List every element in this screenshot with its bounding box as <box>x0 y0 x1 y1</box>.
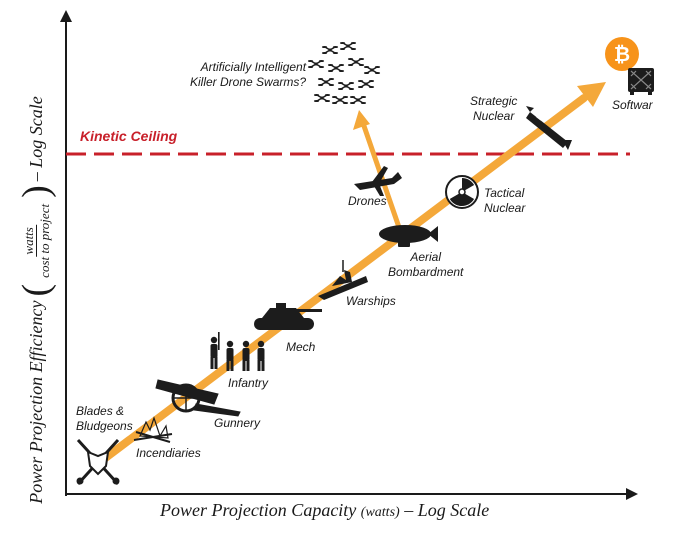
y-axis-title: Power Projection Efficiency ( watts cost… <box>15 96 57 504</box>
warship-icon <box>318 260 368 300</box>
asic-miner-icon <box>628 68 654 95</box>
cannon-icon <box>155 379 241 417</box>
radiation-icon <box>445 175 479 209</box>
y-axis-denominator: cost to project <box>36 203 52 278</box>
swarm-drone <box>339 42 357 50</box>
missile-icon <box>526 106 572 150</box>
warships-label: Warships <box>346 294 396 308</box>
x-axis-title-unit: (watts) <box>360 505 400 520</box>
strategic-label-line1: Strategic <box>470 94 518 108</box>
swarm-drone <box>313 94 331 102</box>
drone-swarm-label-line2: Killer Drone Swarms? <box>190 75 307 89</box>
tactical-label-line2: Nuclear <box>484 201 526 215</box>
drone-swarm-icon <box>307 42 381 104</box>
y-axis-fraction: watts cost to project <box>20 202 52 280</box>
crossed-swords-icon <box>76 438 120 486</box>
drone-plane-icon <box>354 166 402 196</box>
main-arrow-head <box>577 82 606 107</box>
soldiers-icon <box>210 332 265 371</box>
y-axis-title-prefix: Power Projection Efficiency <box>25 300 46 504</box>
swarm-drone <box>307 60 325 68</box>
strategic-label-line2: Nuclear <box>473 109 515 123</box>
y-axis-title-suffix: – Log Scale <box>25 96 46 182</box>
drone-swarm-label: Artificially Intelligent Killer Drone Sw… <box>190 60 306 90</box>
blades-label-line1: Blades & <box>76 404 125 418</box>
branch-arrow-head <box>353 110 370 130</box>
tank-icon <box>254 303 322 330</box>
x-axis-title-prefix: Power Projection Capacity <box>160 500 357 520</box>
x-axis-title-suffix: – Log Scale <box>404 500 490 520</box>
swarm-drone <box>347 58 365 66</box>
incendiaries-label: Incendiaries <box>136 446 201 460</box>
swarm-drone <box>349 96 367 104</box>
aerial-label: Aerial Bombardment <box>388 250 463 280</box>
swarm-drone <box>331 96 349 104</box>
kinetic-ceiling-label: Kinetic Ceiling <box>80 128 178 144</box>
mech-label: Mech <box>286 340 316 354</box>
campfire-icon <box>133 416 173 443</box>
software-label: Softwar <box>612 98 653 112</box>
drones-label: Drones <box>348 194 387 208</box>
y-axis-close-paren: ) <box>15 185 57 198</box>
bitcoin-icon: ₿ <box>605 37 639 71</box>
x-axis-title: Power Projection Capacity (watts) – Log … <box>160 500 489 521</box>
swarm-drone <box>337 82 355 90</box>
y-axis-numerator: watts <box>20 225 37 257</box>
tactical-label-line1: Tactical <box>484 186 525 200</box>
aerial-label-line1: Aerial <box>410 250 442 264</box>
gunnery-label: Gunnery <box>214 416 261 430</box>
tactical-label: Tactical Nuclear <box>484 186 525 216</box>
y-axis-arrowhead <box>60 10 72 22</box>
x-axis-arrowhead <box>626 488 638 500</box>
aerial-label-line2: Bombardment <box>388 265 464 279</box>
blimp-icon <box>379 225 438 247</box>
strategic-label: Strategic Nuclear <box>470 94 517 124</box>
swarm-drone <box>317 78 335 86</box>
swarm-drone <box>357 80 375 88</box>
y-axis-open-paren: ( <box>15 283 57 297</box>
swarm-drone <box>363 66 381 74</box>
swarm-drone <box>321 46 339 54</box>
swarm-drone <box>327 64 345 72</box>
svg-text:₿: ₿ <box>614 44 630 66</box>
drone-swarm-label-line1: Artificially Intelligent <box>200 60 307 74</box>
blades-label: Blades & Bludgeons <box>76 404 133 434</box>
infantry-label: Infantry <box>228 376 269 390</box>
blades-label-line2: Bludgeons <box>76 419 133 433</box>
